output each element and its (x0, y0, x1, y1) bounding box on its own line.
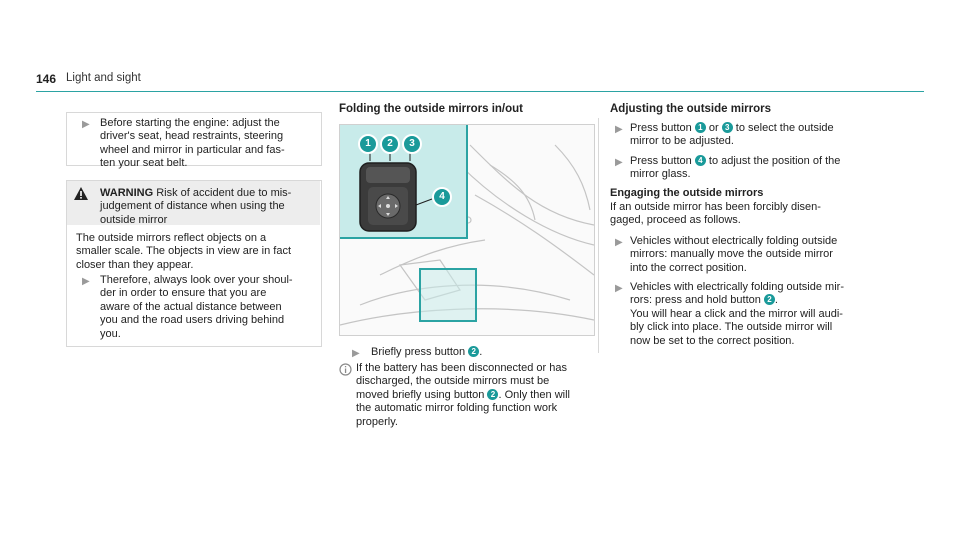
warning-body: The outside mirrors reflect objects on a… (76, 232, 291, 272)
step-line: Vehicles without electrically folding ou… (630, 235, 838, 247)
step-text: . (774, 294, 778, 307)
warning-triangle-icon (74, 187, 88, 200)
mirror-control-drawing (359, 153, 433, 232)
folding-section-title: Folding the outside mirrors in/out (339, 103, 523, 115)
adjust-step-1: Press button 1 or 3 to select the outsid… (630, 122, 834, 149)
warning-action-line: you. (100, 327, 121, 340)
highlight-box (419, 268, 477, 322)
adjust-step-2: Press button 4 to adjust the position of… (630, 155, 840, 182)
note-text: . Only then will (498, 388, 570, 401)
warning-body-line: closer than they appear. (76, 258, 194, 271)
step-text: Press button (630, 122, 695, 134)
warning-action-line: you and the road users driving behind (100, 314, 285, 327)
bullet-arrow-icon: ▶ (82, 119, 90, 130)
callout-2: 2 (380, 134, 400, 154)
note-line: the automatic mirror folding function wo… (356, 402, 558, 415)
bullet-arrow-icon: ▶ (615, 124, 623, 135)
engaging-intro: If an outside mirror has been forcibly d… (610, 201, 821, 228)
callout-1: 1 (358, 134, 378, 154)
callout-4: 4 (432, 187, 452, 207)
button-ref-1: 1 (694, 122, 706, 133)
bullet-arrow-icon: ▶ (615, 283, 623, 294)
page-number: 146 (36, 72, 57, 86)
warning-head-line: outside mirror (100, 213, 168, 226)
step-text: or (705, 122, 722, 134)
engaging-subtitle: Engaging the outside mirrors (610, 187, 764, 199)
engaging-step-1: Vehicles without electrically folding ou… (630, 235, 837, 275)
header-rule (36, 91, 924, 92)
step-line: mirror to be adjusted. (630, 135, 734, 148)
warning-action: Therefore, always look over your shoul- … (100, 274, 293, 341)
bullet-arrow-icon: ▶ (352, 348, 360, 359)
tip-text: Before starting the engine: adjust the d… (100, 117, 285, 171)
bullet-arrow-icon: ▶ (82, 276, 90, 287)
note-line: If the battery has been disconnected or … (356, 362, 567, 374)
tip-line: ten your seat belt. (100, 157, 188, 170)
intro-line: gaged, proceed as follows. (610, 214, 741, 227)
button-ref-2: 2 (468, 346, 480, 357)
note-text: moved briefly using button (356, 388, 488, 401)
warning-header (67, 181, 320, 225)
step-text: to select the outside (732, 122, 834, 134)
tip-line: driver's seat, head restraints, steering (100, 130, 284, 143)
warning-action-line: Therefore, always look over your shoul- (100, 274, 293, 286)
warning-action-line: der in order to ensure that you are (100, 287, 267, 300)
button-ref-3: 3 (721, 122, 733, 133)
intro-line: If an outside mirror has been forcibly d… (610, 201, 821, 213)
step-line: now be set to the correct position. (630, 334, 795, 347)
tip-box (66, 112, 322, 166)
warning-box (66, 180, 322, 347)
tip-line: wheel and mirror in particular and fas- (100, 143, 285, 156)
step-line: You will hear a click and the mirror wil… (630, 307, 843, 320)
button-ref-2: 2 (487, 388, 499, 400)
note-line: discharged, the outside mirrors must be (356, 375, 550, 388)
step-text: to adjust the position of the (705, 155, 841, 167)
warning-head-line: Risk of accident due to mis- (156, 187, 292, 199)
step-line: mirrors: manually move the outside mirro… (630, 248, 833, 261)
tip-line: Before starting the engine: adjust the (100, 117, 280, 129)
note-line: properly. (356, 415, 398, 428)
step-line: mirror glass. (630, 168, 691, 181)
info-icon (339, 363, 352, 376)
step-text: . (479, 346, 483, 358)
bullet-arrow-icon: ▶ (615, 157, 623, 168)
battery-note: If the battery has been disconnected or … (356, 362, 570, 429)
step-line: bly click into place. The outside mirror… (630, 321, 833, 334)
step-text: Press button (630, 155, 695, 167)
warning-label: WARNING (100, 187, 154, 199)
bullet-arrow-icon: ▶ (615, 237, 623, 248)
section-title: Light and sight (66, 72, 141, 84)
warning-action-line: aware of the actual distance between (100, 300, 282, 313)
note-line: moved briefly using button 2. Only then … (356, 388, 570, 402)
folding-step: Briefly press button 2. (371, 346, 482, 359)
engaging-step-2: Vehicles with electrically folding outsi… (630, 281, 844, 348)
adjusting-section-title: Adjusting the outside mirrors (610, 103, 772, 115)
column-rule (598, 118, 599, 353)
warning-body-line: smaller scale. The objects in view are i… (76, 245, 291, 258)
warning-head-line: judgement of distance when using the (100, 200, 285, 213)
callout-3: 3 (402, 134, 422, 154)
warning-body-line: The outside mirrors reflect objects on a (76, 232, 267, 244)
button-ref-2: 2 (763, 294, 775, 306)
step-text: Briefly press button (371, 346, 469, 358)
warning-heading: WARNING Risk of accident due to mis- jud… (100, 187, 291, 227)
button-ref-4: 4 (694, 155, 706, 166)
step-text: rors: press and hold button (630, 294, 764, 307)
step-line: into the correct position. (630, 261, 747, 274)
step-line: Vehicles with electrically folding outsi… (630, 281, 844, 293)
